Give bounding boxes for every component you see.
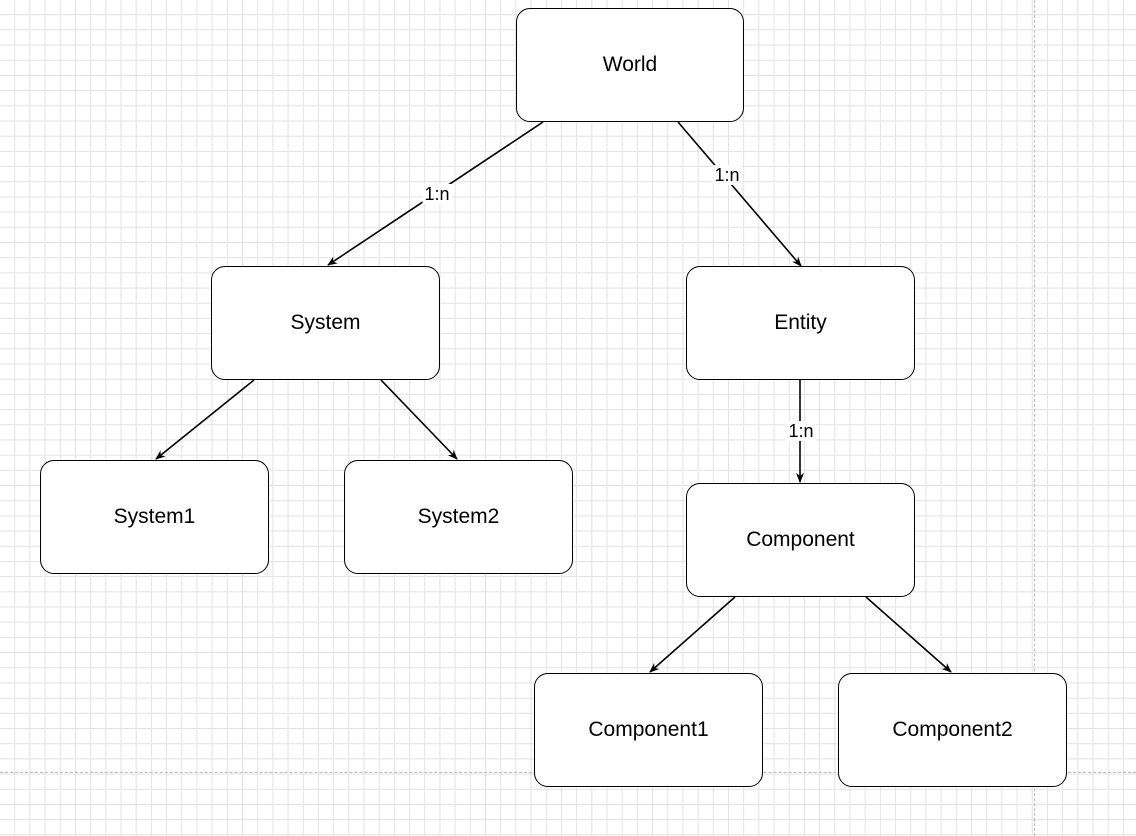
node-system[interactable]: System	[211, 266, 440, 380]
edge-label-entity-component[interactable]: 1:n	[786, 421, 816, 441]
node-system1-label: System1	[113, 505, 196, 528]
edge-system-system1[interactable]	[155, 379, 255, 460]
node-system2-label: System2	[417, 505, 500, 528]
node-system-label: System	[290, 311, 361, 334]
node-system1[interactable]: System1	[40, 460, 269, 574]
node-component[interactable]: Component	[686, 483, 915, 597]
node-system2[interactable]: System2	[344, 460, 573, 574]
edge-component-component1[interactable]	[649, 596, 736, 673]
node-component-label: Component	[746, 528, 855, 551]
node-world-label: World	[602, 53, 658, 76]
node-component1[interactable]: Component1	[534, 673, 763, 787]
node-component2-label: Component2	[892, 718, 1013, 741]
node-component2[interactable]: Component2	[838, 673, 1067, 787]
edge-label-world-system[interactable]: 1:n	[422, 184, 452, 204]
node-entity[interactable]: Entity	[686, 266, 915, 380]
node-component1-label: Component1	[588, 718, 709, 741]
edge-component-component2[interactable]	[865, 596, 952, 673]
node-world[interactable]: World	[516, 8, 744, 122]
edge-label-world-entity[interactable]: 1:n	[712, 165, 742, 185]
edge-system-system2[interactable]	[380, 379, 458, 460]
node-entity-label: Entity	[774, 311, 827, 334]
edge-world-entity[interactable]	[677, 121, 802, 267]
page-break-vertical	[1034, 0, 1035, 836]
